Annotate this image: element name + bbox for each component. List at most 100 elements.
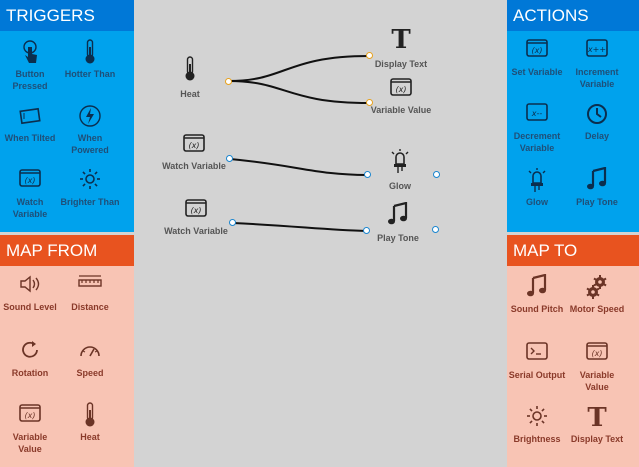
map-from-variable-value[interactable]: (x) Variable Value <box>0 402 60 455</box>
action-play-tone[interactable]: Play Tone <box>567 166 627 208</box>
port-play-tone-in[interactable] <box>363 227 370 234</box>
action-delay[interactable]: Delay <box>567 101 627 142</box>
music-note-icon <box>387 201 409 230</box>
action-glow[interactable]: Glow <box>507 167 567 208</box>
node-label: Watch Variable <box>162 161 226 171</box>
port-watch-variable-2-out[interactable] <box>229 219 236 226</box>
program-canvas[interactable]: Heat (x) Watch Variable (x) Watch Variab… <box>136 0 507 467</box>
trigger-label: Brighter Than <box>60 197 120 207</box>
node-variable-value[interactable]: (x) Variable Value <box>366 76 436 116</box>
map-to-label: Sound Pitch <box>510 304 564 314</box>
decrement-icon: x-- <box>507 101 567 127</box>
variable-icon: (x) <box>0 402 60 428</box>
tilt-icon <box>0 103 60 129</box>
trigger-watch-variable[interactable]: (x) Watch Variable <box>0 167 60 220</box>
text-icon: T <box>567 403 627 433</box>
triggers-header: TRIGGERS <box>0 0 134 31</box>
map-from-label: Heat <box>80 432 100 442</box>
clock-icon <box>567 101 627 127</box>
map-to-serial-output[interactable]: Serial Output <box>507 340 567 381</box>
action-set-variable[interactable]: (x) Set Variable <box>507 37 567 78</box>
node-glow[interactable]: Glow <box>365 148 435 192</box>
variable-icon: (x) <box>507 37 567 63</box>
terminal-icon <box>507 340 567 366</box>
speedometer-icon <box>60 338 120 364</box>
map-from-label: Sound Level <box>3 302 57 312</box>
node-label: Heat <box>180 89 200 99</box>
node-label: Variable Value <box>370 105 432 115</box>
node-watch-variable-2[interactable]: (x) Watch Variable <box>161 197 231 237</box>
map-to-sound-pitch[interactable]: Sound Pitch <box>507 273 567 315</box>
thermometer-icon <box>60 39 120 65</box>
variable-icon: (x) <box>0 167 60 193</box>
map-from-label: Variable Value <box>12 432 48 454</box>
map-from-distance[interactable]: Distance <box>60 272 120 313</box>
music-note-icon <box>507 273 567 300</box>
action-decrement-variable[interactable]: x-- Decrement Variable <box>507 101 567 154</box>
trigger-label: Hotter Than <box>64 69 116 79</box>
wire-watch-variable-glow[interactable] <box>229 158 368 176</box>
lightning-icon <box>60 103 120 129</box>
port-variable-value-in[interactable] <box>366 99 373 106</box>
map-to-brightness[interactable]: Brightness <box>507 404 567 445</box>
map-to-variable-value[interactable]: (x) Variable Value <box>567 340 627 393</box>
sun-icon <box>507 404 567 430</box>
trigger-label: Watch Variable <box>12 197 48 219</box>
node-label: Play Tone <box>377 233 419 243</box>
trigger-button-pressed[interactable]: Button Pressed <box>0 39 60 92</box>
gears-icon <box>567 274 627 300</box>
increment-icon: x++ <box>567 37 627 63</box>
map-from-label: Rotation <box>11 368 49 378</box>
node-heat[interactable]: Heat <box>155 56 225 100</box>
port-glow-out[interactable] <box>433 171 440 178</box>
action-label: Increment Variable <box>575 67 619 89</box>
trigger-brighter-than[interactable]: Brighter Than <box>60 167 120 208</box>
touch-icon <box>0 39 60 65</box>
map-from-speed[interactable]: Speed <box>60 338 120 379</box>
trigger-when-powered[interactable]: When Powered <box>60 103 120 156</box>
actions-panel: ACTIONS (x) Set Variable x++ Increment V… <box>507 0 639 232</box>
action-label: Delay <box>584 131 610 141</box>
action-label: Glow <box>526 197 548 207</box>
trigger-hotter-than[interactable]: Hotter Than <box>60 39 120 80</box>
variable-icon: (x) <box>389 78 413 102</box>
node-label: Display Text <box>374 59 428 69</box>
map-from-sound-level[interactable]: Sound Level <box>0 272 60 313</box>
node-play-tone[interactable]: Play Tone <box>363 201 433 244</box>
map-from-header: MAP FROM <box>0 235 134 266</box>
map-to-motor-speed[interactable]: Motor Speed <box>567 274 627 315</box>
action-label: Decrement Variable <box>513 131 561 153</box>
map-to-label: Serial Output <box>508 370 566 380</box>
thermometer-icon <box>60 402 120 428</box>
map-to-display-text[interactable]: T Display Text <box>567 403 627 445</box>
action-increment-variable[interactable]: x++ Increment Variable <box>567 37 627 90</box>
map-to-label: Brightness <box>513 434 561 444</box>
svg-text:x++: x++ <box>587 45 606 54</box>
svg-text:(x): (x) <box>25 176 36 185</box>
node-display-text[interactable]: T Display Text <box>366 25 436 70</box>
variable-icon: (x) <box>567 340 627 366</box>
port-watch-variable-1-out[interactable] <box>226 155 233 162</box>
port-heat-out[interactable] <box>225 78 232 85</box>
wire-heat-display-text[interactable] <box>228 55 370 82</box>
map-from-rotation[interactable]: Rotation <box>0 338 60 379</box>
node-label: Glow <box>389 181 411 191</box>
svg-text:T: T <box>587 404 607 430</box>
wire-watch-variable-play-tone[interactable] <box>232 222 367 232</box>
wire-heat-variable-value[interactable] <box>228 80 370 104</box>
map-from-heat[interactable]: Heat <box>60 402 120 443</box>
map-from-panel: MAP FROM Sound Level Distance Rotation S… <box>0 235 134 467</box>
port-glow-in[interactable] <box>364 171 371 178</box>
text-icon: T <box>389 25 413 56</box>
variable-icon: (x) <box>182 134 206 158</box>
svg-text:x--: x-- <box>531 109 543 118</box>
port-display-text-in[interactable] <box>366 52 373 59</box>
svg-text:(x): (x) <box>189 141 200 150</box>
port-play-tone-out[interactable] <box>432 226 439 233</box>
thermometer-icon <box>183 56 197 86</box>
node-watch-variable-1[interactable]: (x) Watch Variable <box>159 132 229 172</box>
wire-layer <box>228 55 370 232</box>
music-note-icon <box>567 166 627 193</box>
map-to-header: MAP TO <box>507 235 639 266</box>
trigger-when-tilted[interactable]: When Tilted <box>0 103 60 144</box>
